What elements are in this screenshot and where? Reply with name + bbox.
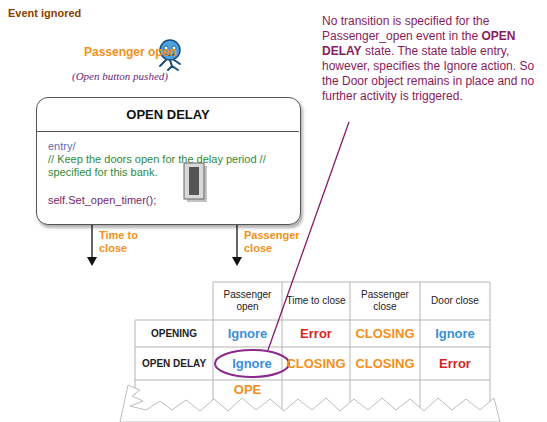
table-cell: CLOSING xyxy=(350,347,420,380)
table-cell: Error xyxy=(420,347,490,380)
column-header: Time to close xyxy=(282,282,350,320)
column-header: Passenger close xyxy=(350,282,420,320)
transition-label: Time to close xyxy=(99,229,159,255)
callout-note: No transition is specified for the Passe… xyxy=(322,14,536,104)
state-box: OPEN DELAY entry/// Keep the doors open f… xyxy=(36,97,301,225)
transition-arrow xyxy=(87,225,242,266)
state-table-grid xyxy=(135,282,490,412)
table-cell: Error xyxy=(282,320,350,347)
marker-symbol xyxy=(184,163,207,202)
table-cell: CLOSING xyxy=(350,320,420,347)
highlight-ellipse: Ignore xyxy=(214,349,290,378)
callout-text: No transition is specified for the Passe… xyxy=(322,14,489,43)
row-header: OPEN DELAY xyxy=(135,347,213,380)
transition-label: Passenger close xyxy=(244,229,306,255)
column-header: Door close xyxy=(420,282,490,320)
action-code: self.Set_open_timer(); xyxy=(48,194,156,207)
event-note: (Open button pushed) xyxy=(72,70,168,82)
heading: Event ignored xyxy=(8,7,81,19)
torn-edge xyxy=(120,385,500,422)
action-comment: // Keep the doors open for the delay per… xyxy=(48,153,282,178)
table-cell: Ignore xyxy=(213,320,282,347)
table-cell: Ignore xyxy=(420,320,490,347)
table-cell: CLOSING xyxy=(282,347,350,380)
event-name: Passenger open xyxy=(84,45,177,59)
table-cell: Ignore xyxy=(214,349,290,378)
state-name: OPEN DELAY xyxy=(37,98,299,132)
entry-label: entry/ xyxy=(48,140,76,153)
row-header: OPENING xyxy=(135,320,213,347)
table-cell: OPE xyxy=(213,380,282,398)
column-header: Passenger open xyxy=(213,282,282,320)
